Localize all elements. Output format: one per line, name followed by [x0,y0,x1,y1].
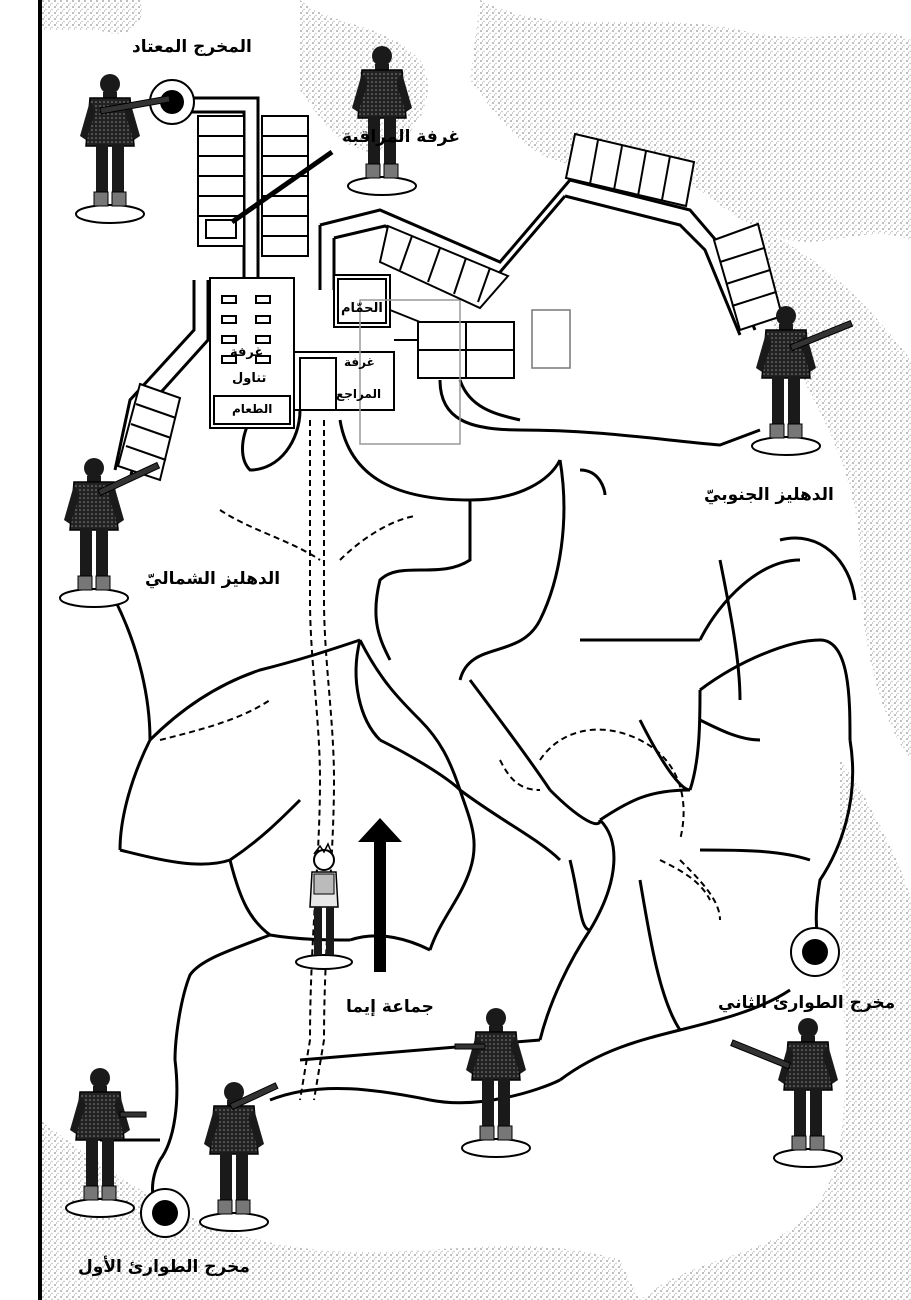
dining-building [209,277,295,429]
bathroom-label: الحمّام [341,301,383,316]
south-corridor-label: الدهليز الجنوبيّ [704,485,834,505]
first-emergency-exit-hole [140,1188,190,1238]
monitoring-pointer [230,149,334,225]
references-room-label-line2: المراجع [336,387,382,401]
north-corridor-label: الدهليز الشماليّ [145,569,281,589]
central-rooms [293,274,571,445]
emma-group-label: جماعة إيما [346,997,434,1017]
rifles [97,95,854,1118]
usual-exit-label: المخرج المعتاد [132,37,252,57]
north-corridor-cells [116,382,182,482]
dining-room-label-line1: غرفة [230,345,264,360]
emma-direction-arrow [358,818,402,972]
dining-room-label-line3: الطعام [232,402,273,416]
first-emergency-exit-label: مخرج الطوارئ الأول [78,1257,250,1277]
south-corridor-cells [378,132,784,332]
references-room-label-line1: غرفة [344,355,375,369]
dining-room-label-line2: تناول [232,371,267,386]
left-border [38,0,42,1300]
second-emergency-exit-label: مخرج الطوارئ الثاني [718,993,896,1013]
tunnel-paths [100,379,857,1212]
second-emergency-exit-hole [790,927,840,977]
monitoring-room-label: غرفة المراقبة [342,127,460,147]
